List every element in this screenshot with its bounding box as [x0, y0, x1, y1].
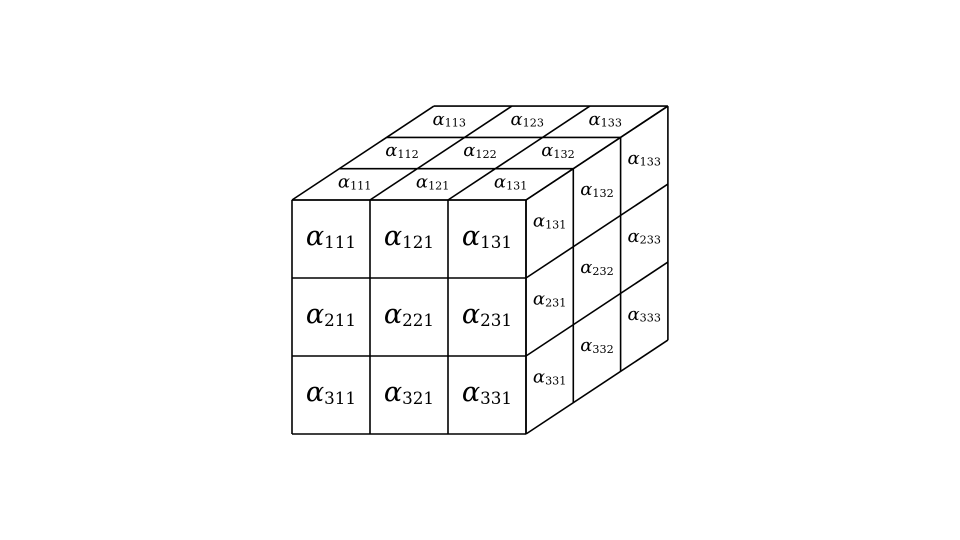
right-cell-label: α132	[580, 179, 613, 200]
index-subscript: 131	[545, 218, 566, 231]
front-cell-label: α331	[462, 377, 512, 408]
index-subscript: 132	[553, 148, 574, 161]
index-subscript: 321	[402, 387, 434, 407]
index-subscript: 121	[402, 231, 434, 251]
index-subscript: 132	[592, 187, 613, 200]
alpha-symbol: α	[306, 299, 324, 330]
alpha-symbol: α	[541, 140, 553, 161]
index-subscript: 333	[640, 312, 661, 325]
top-cell-label: α132	[541, 140, 574, 161]
index-subscript: 231	[545, 296, 566, 309]
alpha-symbol: α	[511, 109, 523, 130]
alpha-symbol: α	[385, 140, 397, 161]
right-cell-label: α133	[628, 148, 661, 169]
alpha-symbol: α	[533, 210, 545, 231]
alpha-symbol: α	[533, 288, 545, 309]
top-cell-label: α131	[494, 171, 527, 192]
index-subscript: 211	[324, 309, 356, 329]
front-cell-label: α221	[384, 299, 434, 330]
right-cell-label: α231	[533, 288, 566, 309]
right-depth-line	[525, 261, 669, 357]
alpha-symbol: α	[306, 221, 324, 252]
right-cell-label: α333	[628, 304, 661, 325]
alpha-symbol: α	[580, 335, 592, 356]
right-cell-label: α233	[628, 226, 661, 247]
alpha-symbol: α	[462, 299, 480, 330]
top-cell-label: α121	[416, 171, 449, 192]
cube-grid-lines	[291, 105, 669, 435]
top-cell-label: α122	[463, 140, 496, 161]
index-subscript: 133	[640, 156, 661, 169]
alpha-symbol: α	[628, 226, 640, 247]
alpha-symbol: α	[463, 140, 475, 161]
index-subscript: 123	[523, 117, 544, 130]
index-subscript: 122	[475, 148, 496, 161]
index-subscript: 131	[506, 179, 527, 192]
front-cell-label: α121	[384, 221, 434, 252]
index-subscript: 111	[324, 231, 356, 251]
right-cell-label: α232	[580, 257, 613, 278]
index-subscript: 131	[480, 231, 512, 251]
index-subscript: 113	[445, 117, 466, 130]
alpha-symbol: α	[306, 377, 324, 408]
alpha-symbol: α	[580, 179, 592, 200]
top-depth-line	[291, 105, 435, 201]
front-cell-label: α321	[384, 377, 434, 408]
index-subscript: 331	[480, 387, 512, 407]
index-subscript: 133	[601, 117, 622, 130]
top-cell-label: α112	[385, 140, 418, 161]
right-cell-label: α331	[533, 366, 566, 387]
front-cell-label: α111	[306, 221, 356, 252]
index-subscript: 332	[592, 343, 613, 356]
front-cell-label: α131	[462, 221, 512, 252]
front-cell-label: α211	[306, 299, 356, 330]
top-cell-label: α123	[511, 109, 544, 130]
index-subscript: 121	[428, 179, 449, 192]
alpha-symbol: α	[628, 304, 640, 325]
index-subscript: 231	[480, 309, 512, 329]
index-subscript: 111	[350, 179, 371, 192]
front-cell-label: α231	[462, 299, 512, 330]
alpha-symbol: α	[338, 171, 350, 192]
right-depth-line	[525, 339, 669, 435]
alpha-symbol: α	[494, 171, 506, 192]
index-subscript: 331	[545, 374, 566, 387]
alpha-symbol: α	[384, 377, 402, 408]
right-cell-label: α332	[580, 335, 613, 356]
alpha-symbol: α	[416, 171, 428, 192]
top-cell-label: α111	[338, 171, 371, 192]
alpha-symbol: α	[384, 221, 402, 252]
alpha-symbol: α	[462, 221, 480, 252]
top-depth-line	[447, 105, 591, 201]
index-subscript: 232	[592, 265, 613, 278]
top-cell-label: α133	[589, 109, 622, 130]
front-cell-label: α311	[306, 377, 356, 408]
alpha-symbol: α	[628, 148, 640, 169]
index-subscript: 221	[402, 309, 434, 329]
top-depth-line	[369, 105, 513, 201]
alpha-symbol: α	[384, 299, 402, 330]
right-depth-line	[525, 183, 669, 279]
index-subscript: 233	[640, 234, 661, 247]
alpha-symbol: α	[580, 257, 592, 278]
right-cell-label: α131	[533, 210, 566, 231]
index-subscript: 311	[324, 387, 356, 407]
right-depth-line	[525, 105, 669, 201]
alpha-symbol: α	[533, 366, 545, 387]
index-subscript: 112	[397, 148, 418, 161]
alpha-symbol: α	[462, 377, 480, 408]
alpha-symbol: α	[589, 109, 601, 130]
alpha-symbol: α	[433, 109, 445, 130]
top-cell-label: α113	[433, 109, 466, 130]
